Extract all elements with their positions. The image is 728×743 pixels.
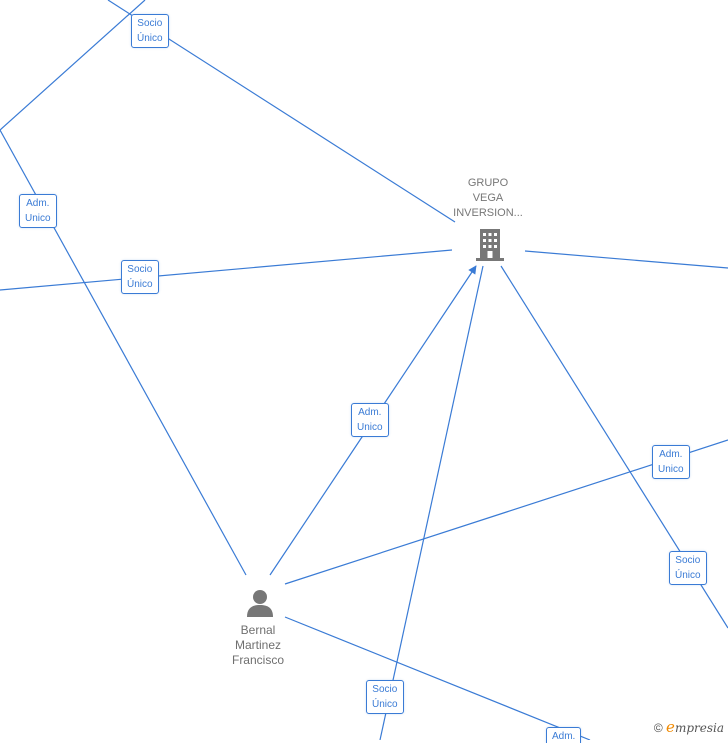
relation-type: Adm. [26, 198, 50, 209]
relation-qualifier: Unico [25, 213, 51, 224]
relation-qualifier: Único [137, 33, 163, 44]
company-name-line-1: GRUPO [467, 177, 509, 189]
company-name-line-3: INVERSION... [453, 207, 523, 219]
person-name-line-1: Bernal [240, 623, 276, 637]
relation-label-r8[interactable]: Adm. [546, 727, 582, 743]
relation-label-r2[interactable]: Adm. Unico [19, 194, 57, 228]
relation-qualifier: Unico [357, 422, 383, 433]
copyright-symbol: © [653, 721, 663, 735]
relation-type: Adm. [659, 449, 683, 460]
relation-label-r7[interactable]: Socio Único [366, 680, 404, 714]
company-name-line-2: VEGA [472, 192, 504, 204]
relation-qualifier: Único [372, 699, 398, 710]
relation-type: Socio [675, 555, 701, 566]
relation-qualifier: Único [675, 570, 701, 581]
relation-qualifier: Unico [658, 464, 684, 475]
relation-type: Socio [127, 264, 153, 275]
relation-label-r3[interactable]: Socio Único [121, 260, 159, 294]
relation-type: Socio [137, 18, 163, 29]
person-name-line-2: Martinez [234, 638, 281, 652]
relation-type: Adm. [552, 731, 576, 742]
relation-type: Socio [372, 684, 398, 695]
brand-watermark: © empresia [654, 718, 724, 736]
relation-label-r4[interactable]: Adm. Unico [351, 403, 389, 437]
brand-logo-initial: e [666, 718, 675, 736]
relation-type: Adm. [358, 407, 382, 418]
edge-company-to-right [524, 250, 728, 269]
edge-person-to-bottomright [284, 616, 591, 740]
person-icon[interactable] [245, 588, 275, 618]
relation-qualifier: Único [127, 279, 153, 290]
edge-topleft-diagonal [0, 0, 146, 131]
brand-logo-text: mpresia [674, 721, 724, 735]
person-node-label[interactable]: Bernal Martinez Francisco [208, 623, 308, 668]
edge-left-to-company [0, 249, 453, 291]
relation-label-r1[interactable]: Socio Único [131, 14, 169, 48]
building-icon[interactable] [474, 227, 506, 263]
person-name-line-3: Francisco [231, 653, 284, 667]
relation-label-r5[interactable]: Adm. Unico [652, 445, 690, 479]
edge-company-to-bottom [379, 265, 484, 740]
company-node-label[interactable]: GRUPO VEGA INVERSION... [438, 176, 538, 221]
relation-label-r6[interactable]: Socio Único [669, 551, 707, 585]
